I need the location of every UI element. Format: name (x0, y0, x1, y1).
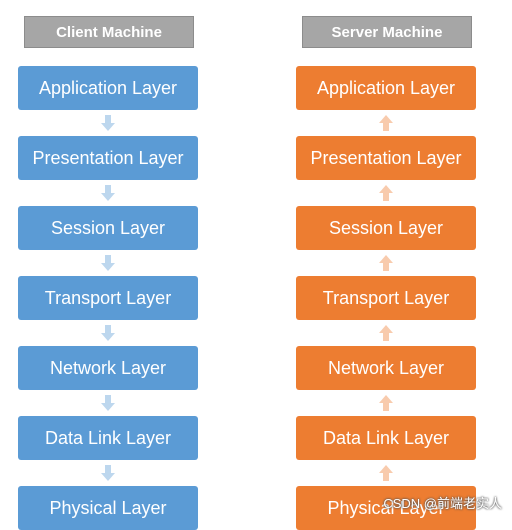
client-presentation-layer-box: Presentation Layer (18, 136, 198, 180)
client-session-layer-box: Session Layer (18, 206, 198, 250)
watermark-text: CSDN @前端老实人 (383, 496, 502, 511)
client-arrow-down-icon (101, 465, 115, 481)
server-arrow-up-icon (379, 465, 393, 481)
client-arrow-down-icon (101, 185, 115, 201)
client-arrow-down-icon (101, 115, 115, 131)
client-arrow-down-icon (101, 395, 115, 411)
server-arrow-up-icon (379, 115, 393, 131)
server-session-layer-box: Session Layer (296, 206, 476, 250)
client-network-layer-box: Network Layer (18, 346, 198, 390)
client-data-link-layer-box: Data Link Layer (18, 416, 198, 460)
client-machine-header: Client Machine (24, 16, 194, 48)
client-transport-layer-box: Transport Layer (18, 276, 198, 320)
client-arrow-down-icon (101, 255, 115, 271)
client-physical-layer-box: Physical Layer (18, 486, 198, 530)
server-data-link-layer-box: Data Link Layer (296, 416, 476, 460)
server-arrow-up-icon (379, 325, 393, 341)
client-arrow-down-icon (101, 325, 115, 341)
server-arrow-up-icon (379, 185, 393, 201)
client-application-layer-box: Application Layer (18, 66, 198, 110)
server-network-layer-box: Network Layer (296, 346, 476, 390)
server-presentation-layer-box: Presentation Layer (296, 136, 476, 180)
server-application-layer-box: Application Layer (296, 66, 476, 110)
server-transport-layer-box: Transport Layer (296, 276, 476, 320)
server-arrow-up-icon (379, 255, 393, 271)
server-machine-header: Server Machine (302, 16, 472, 48)
server-arrow-up-icon (379, 395, 393, 411)
